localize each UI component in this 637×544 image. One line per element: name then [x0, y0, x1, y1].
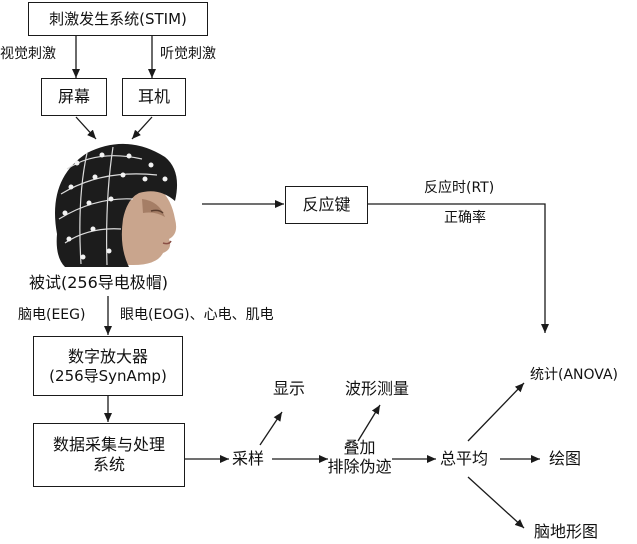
arrow-screen-to-head	[75, 116, 97, 140]
waveform-label: 波形测量	[345, 379, 410, 398]
subject-head-image	[55, 143, 178, 267]
stim-system-box: 刺激发生系统(STIM)	[28, 2, 208, 36]
arrow-average-to-topo	[467, 476, 525, 529]
screen-box: 屏幕	[41, 78, 107, 116]
overlay-line-2: 排除伪迹	[327, 457, 392, 477]
arrow-response-to-stats	[368, 203, 549, 333]
acquisition-line-1: 数据采集与处理	[52, 435, 165, 454]
eeg-label: 脑电(EEG)	[18, 307, 86, 323]
response-key-box: 反应键	[285, 186, 368, 224]
earphone-box: 耳机	[122, 78, 186, 116]
overlay-line-1: 叠加	[343, 438, 376, 457]
accuracy-label: 正确率	[444, 210, 486, 226]
amplifier-line-1: 数字放大器	[67, 346, 148, 366]
acquisition-box: 数据采集与处理 系统	[33, 423, 185, 487]
subject-label: 被试(256导电极帽)	[29, 273, 169, 292]
acquisition-line-2: 系统	[92, 455, 125, 474]
display-label: 显示	[273, 379, 306, 398]
stats-label: 统计(ANOVA)	[530, 367, 619, 383]
amplifier-box: 数字放大器 (256导SynAmp)	[33, 336, 183, 396]
arrow-average-to-stats	[467, 382, 525, 442]
visual-stimulus-label: 视觉刺激	[0, 46, 56, 62]
sampling-label: 采样	[232, 449, 265, 468]
arrow-earphone-to-head	[131, 116, 153, 140]
amplifier-line-2: (256导SynAmp)	[49, 366, 167, 385]
plot-label: 绘图	[549, 449, 582, 468]
overlay-label: 叠加 排除伪迹	[312, 438, 407, 476]
grand-average-label: 总平均	[440, 449, 489, 468]
eog-label: 眼电(EOG)、心电、肌电	[120, 307, 274, 323]
arrow-sampling-to-display	[259, 411, 283, 446]
arrow-overlay-to-waveform	[357, 404, 381, 442]
rt-label: 反应时(RT)	[424, 180, 495, 196]
auditory-stimulus-label: 听觉刺激	[160, 46, 216, 62]
topography-label: 脑地形图	[534, 522, 599, 541]
